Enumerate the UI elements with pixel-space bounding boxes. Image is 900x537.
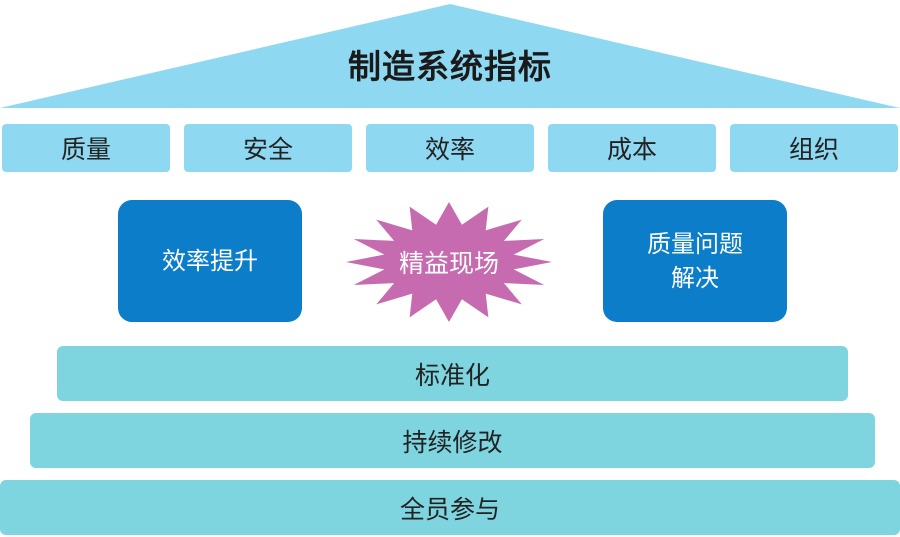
pillar-quality: 质量	[0, 122, 172, 174]
foundation-standardization: 标准化	[57, 346, 848, 401]
quality-problem-box: 质量问题 解决	[603, 200, 787, 322]
pillar-cost: 成本	[546, 122, 718, 174]
foundation-full-participation: 全员参与	[0, 480, 900, 535]
lean-site-label: 精益现场	[398, 249, 499, 278]
roof-title: 制造系统指标	[348, 47, 552, 86]
pillar-efficiency: 效率	[364, 122, 536, 174]
efficiency-improvement-box: 效率提升	[118, 200, 302, 322]
lean-site-starburst	[346, 202, 552, 322]
quality-problem-line1: 质量问题	[647, 230, 743, 258]
quality-problem-line2: 解决	[671, 264, 719, 292]
foundation-continuous-improvement: 持续修改	[30, 413, 875, 468]
pillar-organization: 组织	[728, 122, 900, 174]
pillar-safety: 安全	[182, 122, 354, 174]
efficiency-improvement-label: 效率提升	[162, 247, 258, 275]
roof-shape	[0, 4, 900, 108]
